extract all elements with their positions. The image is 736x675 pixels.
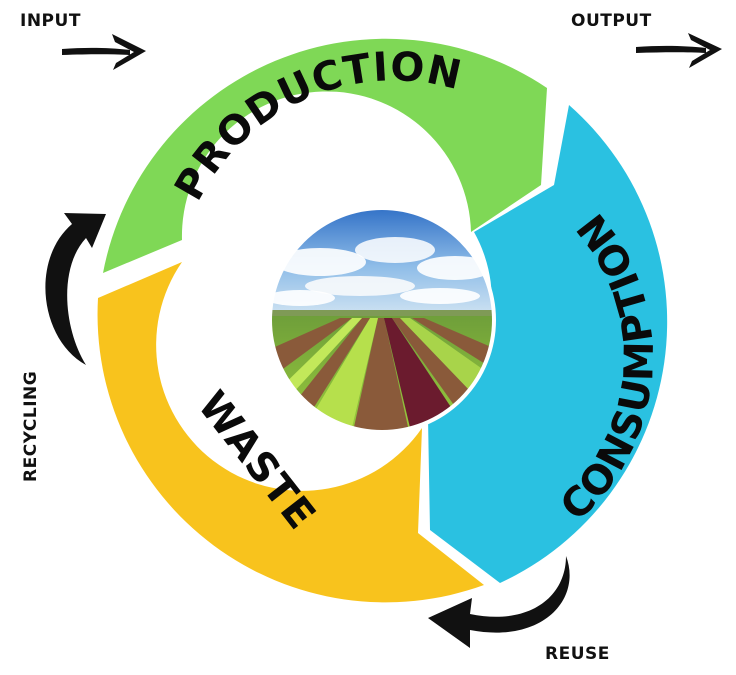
farm-field-photo [268,206,496,434]
reuse-label: REUSE [545,644,610,664]
output-label: OUTPUT [571,11,652,31]
recycling-label: RECYCLING [21,371,41,482]
input-label: INPUT [20,11,81,31]
recycling-arrow-icon [45,213,106,365]
production-segment [103,38,547,273]
waste-segment [97,262,485,603]
reuse-arrow-icon [428,556,570,648]
consumption-segment [428,105,668,583]
input-arrow-icon [62,34,146,70]
output-arrow-icon [636,33,722,68]
